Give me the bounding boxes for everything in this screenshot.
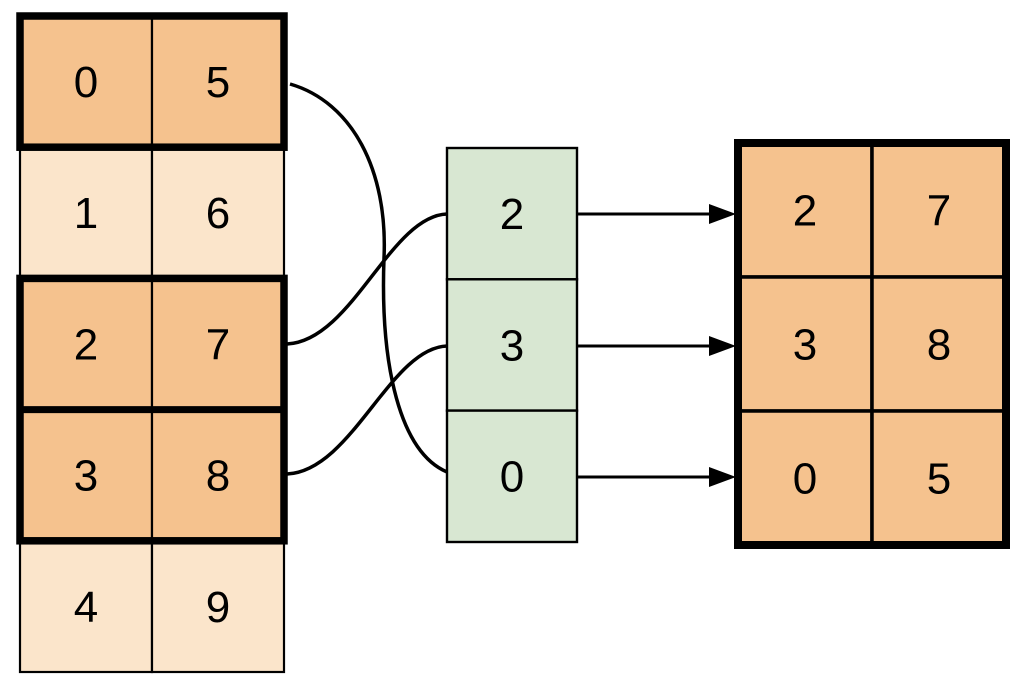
index-cell-label: 2 [500, 190, 524, 239]
source-cell-label: 1 [74, 189, 98, 238]
arrowhead-index-2 [709, 467, 736, 487]
source-cell-label: 9 [206, 583, 230, 632]
source-cell-r0c0 [18, 14, 154, 149]
curve-source-row2-to-index-0 [286, 212, 448, 346]
result-cell-label: 3 [793, 320, 817, 369]
result-table-border [734, 139, 1010, 549]
result-cell-r2c1 [870, 409, 1008, 547]
result-cell-label: 5 [927, 454, 951, 503]
source-cell-label: 0 [74, 58, 98, 107]
result-cell-label: 2 [793, 186, 817, 235]
source-cell-label: 8 [206, 452, 230, 501]
source-cell-r0c1 [150, 14, 286, 149]
source-cell-r1c1 [150, 146, 286, 280]
result-cell-label: 7 [927, 186, 951, 235]
highlight-border-row0 [16, 12, 288, 151]
result-table: 2 7 3 8 0 5 [734, 139, 1010, 549]
curve-source-row3-to-index-1 [286, 344, 448, 476]
source-cell-label: 6 [206, 189, 230, 238]
source-cell-r2c1 [150, 277, 286, 411]
source-cell-label: 5 [206, 58, 230, 107]
index-cell-label: 0 [500, 453, 524, 502]
source-cell-r4c0 [18, 539, 154, 674]
result-cell-label: 8 [927, 320, 951, 369]
result-cell-label: 0 [793, 454, 817, 503]
index-cell-2 [445, 409, 579, 544]
result-cell-r2c0 [736, 409, 874, 547]
curve-connectors [286, 82, 448, 476]
arrowhead-index-1 [709, 336, 736, 356]
source-cell-label: 3 [74, 452, 98, 501]
index-column: 2 3 0 [445, 146, 579, 544]
result-cell-r1c1 [870, 275, 1008, 413]
source-cell-label: 7 [206, 320, 230, 369]
index-cell-label: 3 [500, 321, 524, 370]
arrow-connectors [577, 204, 736, 487]
source-cell-r3c1 [150, 408, 286, 542]
arrowhead-index-0 [709, 204, 736, 224]
index-cell-0 [445, 146, 579, 281]
curve-source-row0-to-index-2 [289, 82, 448, 474]
source-cell-r4c1 [150, 539, 286, 674]
source-cell-label: 2 [74, 320, 98, 369]
source-cell-label: 4 [74, 583, 98, 632]
result-cell-r0c1 [870, 141, 1008, 279]
source-table: 0 5 1 6 2 7 3 8 4 9 [16, 12, 288, 674]
